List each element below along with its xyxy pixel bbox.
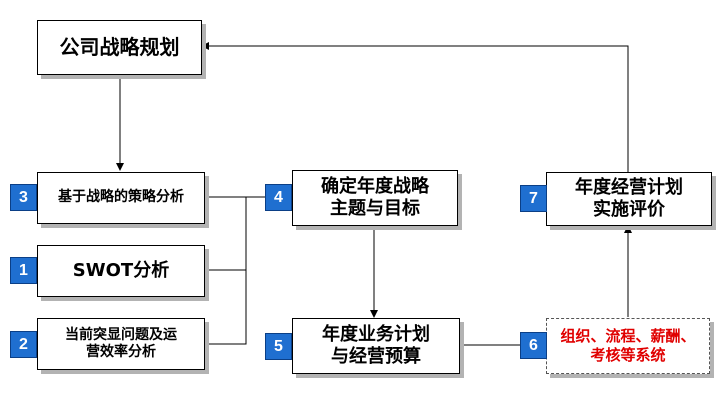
node-systems-label: 组织、流程、薪酬、 考核等系统 [560, 327, 696, 364]
node-annual-theme: 确定年度战略 主题与目标 [292, 170, 458, 226]
node-problem-analysis: 当前突显问题及运 营效率分析 [37, 318, 205, 370]
node-annual-plan-label: 年度业务计划 与经营预算 [322, 323, 430, 368]
node-strategy-analysis: 基于战略的策略分析 [37, 172, 205, 224]
badge-6: 6 [520, 332, 547, 359]
badge-4-number: 4 [274, 188, 283, 206]
badge-7-number: 7 [529, 189, 538, 207]
node-annual-plan: 年度业务计划 与经营预算 [292, 318, 460, 374]
badge-6-number: 6 [529, 336, 538, 354]
badge-7: 7 [520, 185, 547, 212]
node-company-strategy: 公司战略规划 [37, 20, 202, 75]
badge-2-number: 2 [19, 335, 28, 353]
node-annual-theme-label: 确定年度战略 主题与目标 [321, 175, 429, 220]
badge-3-number: 3 [19, 188, 28, 206]
badge-3: 3 [10, 184, 37, 211]
badge-5: 5 [265, 333, 292, 360]
node-evaluation-label: 年度经营计划 实施评价 [575, 176, 683, 221]
node-problem-analysis-label: 当前突显问题及运 营效率分析 [65, 326, 177, 361]
arrow-evaluation-to-strategy [201, 42, 629, 172]
node-strategy-analysis-label: 基于战略的策略分析 [58, 189, 184, 206]
badge-1-number: 1 [19, 261, 28, 279]
badge-4: 4 [265, 184, 292, 211]
node-swot: SWOT分析 [37, 245, 205, 297]
badge-5-number: 5 [274, 337, 283, 355]
badge-2: 2 [10, 331, 37, 358]
node-company-strategy-label: 公司战略规划 [59, 35, 180, 59]
node-swot-label: SWOT分析 [72, 259, 170, 281]
badge-1: 1 [10, 257, 37, 284]
line-swot-merge [205, 197, 247, 271]
node-evaluation: 年度经营计划 实施评价 [546, 172, 712, 226]
node-systems: 组织、流程、薪酬、 考核等系统 [546, 318, 710, 374]
